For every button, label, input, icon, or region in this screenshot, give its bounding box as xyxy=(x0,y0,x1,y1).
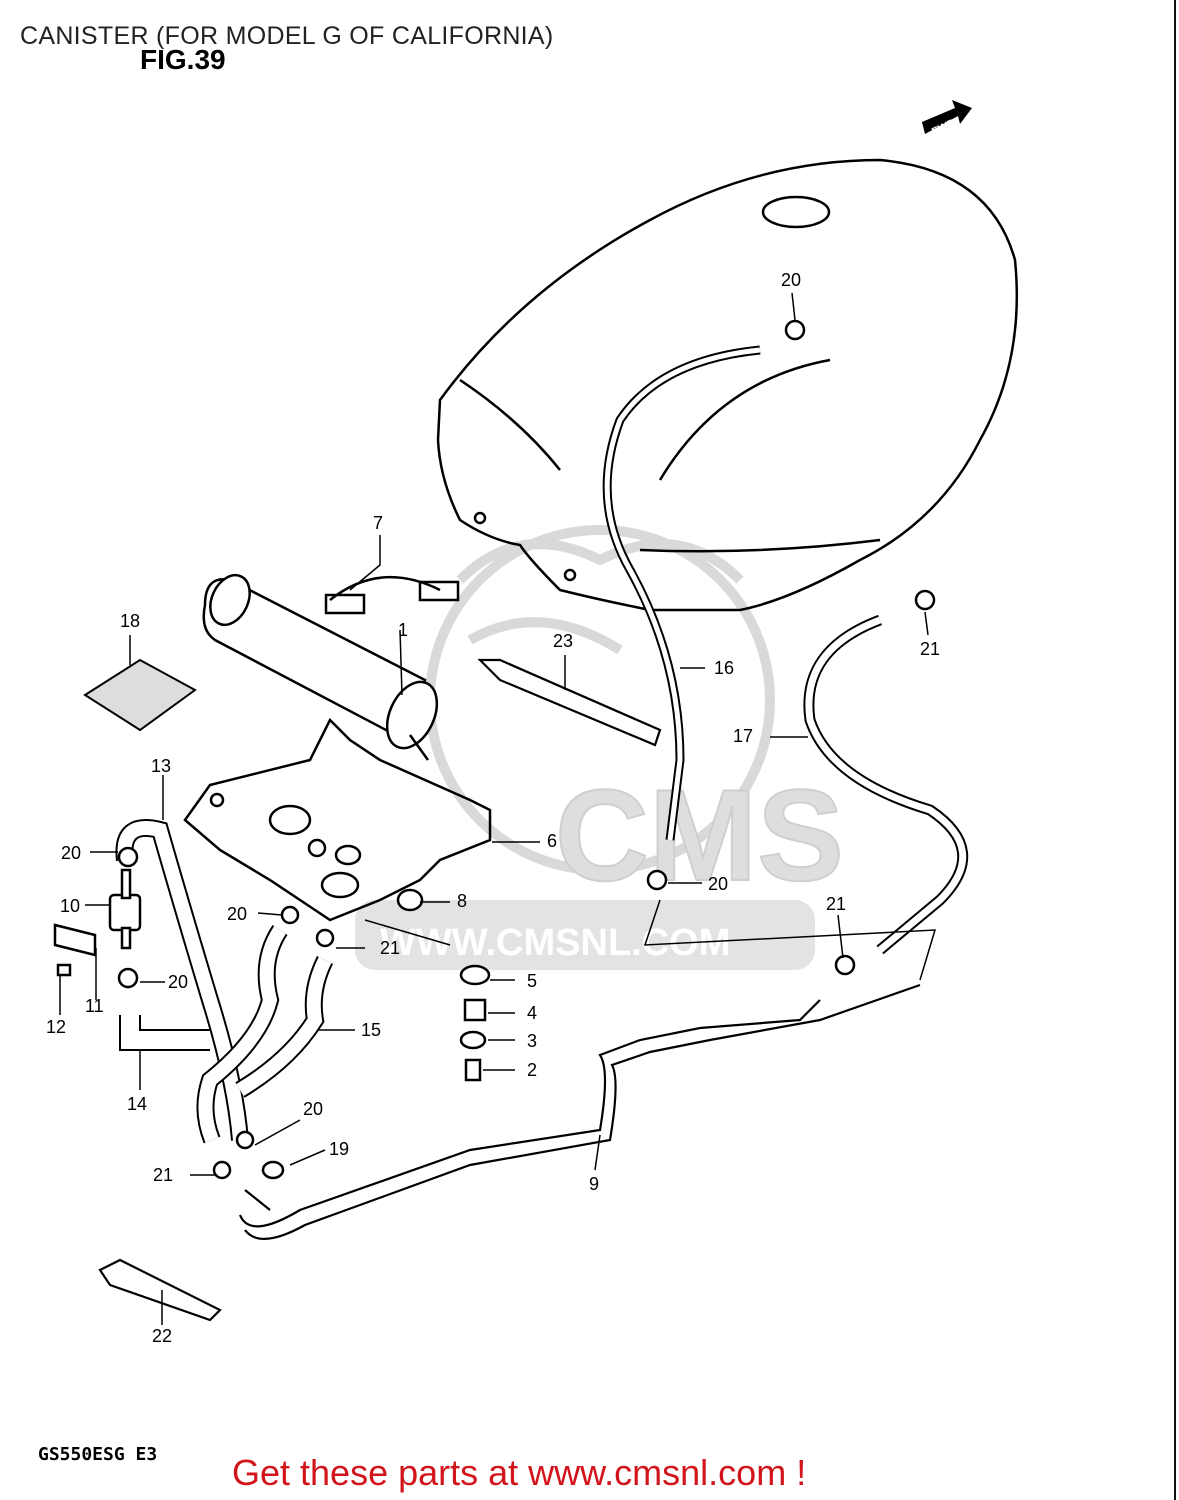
check-valve xyxy=(108,868,142,950)
leader-lines xyxy=(59,292,937,1325)
filter-pad xyxy=(83,658,197,732)
callout-2: 2 xyxy=(527,1060,537,1080)
callout-8: 8 xyxy=(457,891,467,911)
callout-21-hose17: 21 xyxy=(920,639,940,659)
callout-9: 9 xyxy=(589,1174,599,1194)
callout-19: 19 xyxy=(329,1139,349,1159)
callout-20-valve: 20 xyxy=(168,972,188,992)
callout-5: 5 xyxy=(527,971,537,991)
callout-16: 16 xyxy=(714,658,734,678)
small-parts xyxy=(53,319,936,1180)
callout-1: 1 xyxy=(398,620,408,640)
callout-21-tube: 21 xyxy=(826,894,846,914)
figure-number: FIG.39 xyxy=(140,44,226,75)
canister-bracket xyxy=(183,717,492,922)
model-code: GS550ESG E3 xyxy=(38,1444,158,1465)
watermark-banner xyxy=(355,900,815,970)
fuel-tank xyxy=(436,158,1019,612)
callout-10: 10 xyxy=(60,896,80,916)
callout-11: 11 xyxy=(85,996,104,1016)
callout-20-bracket: 20 xyxy=(227,904,247,924)
callout-23: 23 xyxy=(553,631,573,651)
callout-18: 18 xyxy=(120,611,140,631)
promo-link[interactable]: Get these parts at www.cmsnl.com ! xyxy=(232,1452,807,1493)
pipe-9 xyxy=(238,983,921,1240)
callout-20-hose13: 20 xyxy=(61,843,81,863)
canister xyxy=(202,573,439,761)
callout-numbers: 1 2 3 4 5 6 7 8 9 10 11 12 13 14 15 16 1… xyxy=(46,270,940,1346)
strap-22 xyxy=(98,1258,222,1322)
strap-23 xyxy=(477,658,662,747)
page-border xyxy=(1174,0,1176,1500)
callout-15: 15 xyxy=(361,1020,381,1040)
callout-7: 7 xyxy=(373,513,383,533)
callout-3: 3 xyxy=(527,1031,537,1051)
callout-20-hose15: 20 xyxy=(303,1099,323,1119)
callout-21-bracket: 21 xyxy=(380,938,400,958)
callout-13: 13 xyxy=(151,756,171,776)
band xyxy=(324,575,460,615)
watermark-logo: CMS xyxy=(555,762,844,908)
callout-6: 6 xyxy=(547,831,557,851)
callout-21-hose15: 21 xyxy=(153,1165,173,1185)
callout-12: 12 xyxy=(46,1017,66,1037)
callout-14: 14 xyxy=(127,1094,147,1114)
callout-22: 22 xyxy=(152,1326,172,1346)
callout-20-tank: 20 xyxy=(781,270,801,290)
callout-4: 4 xyxy=(527,1003,537,1023)
callout-17: 17 xyxy=(733,726,753,746)
callout-20-hose16: 20 xyxy=(708,874,728,894)
page-title: CANISTER (FOR MODEL G OF CALIFORNIA) xyxy=(20,22,554,50)
forward-arrow: FWD xyxy=(922,100,972,138)
